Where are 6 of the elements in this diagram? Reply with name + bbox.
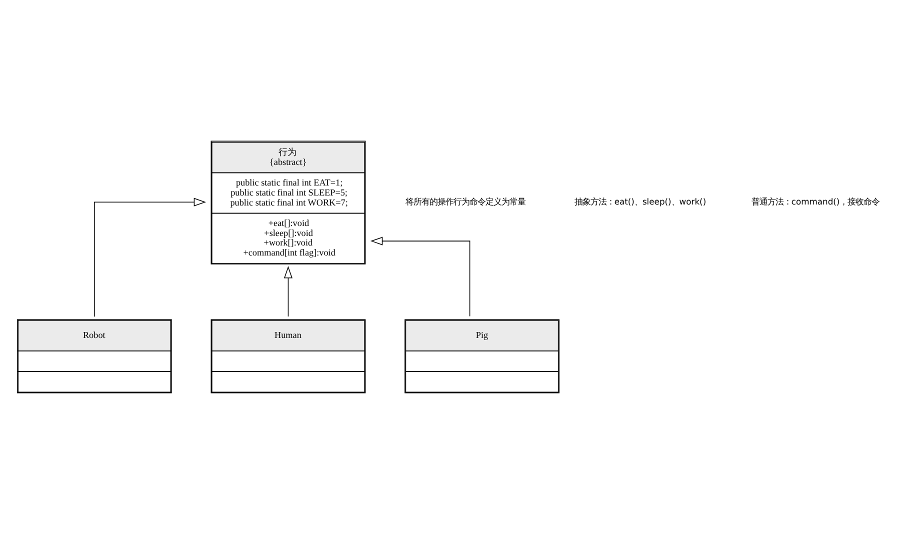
arrow [94,198,206,317]
arrow [284,266,292,317]
arrow [370,236,470,317]
label: 普通方法：command()，接收命令 [751,196,880,207]
label: 将所有的操作行为命令定义为常量 [405,196,526,207]
label: 抽象方法：eat()、sleep()、work() [574,196,706,207]
